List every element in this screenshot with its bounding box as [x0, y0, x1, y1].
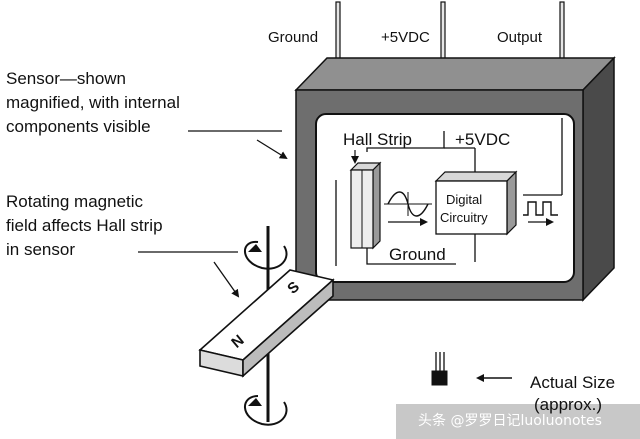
analog-signal-symbol	[384, 191, 432, 217]
actual-size-line1: Actual Size	[530, 373, 615, 392]
hall-strip-label: Hall Strip	[343, 130, 412, 149]
rotation-arrow-bottom	[244, 395, 288, 426]
pin-label-vdc: +5VDC	[381, 29, 430, 46]
ground-rail	[366, 248, 456, 265]
sensor-caption-line2: magnified, with internal	[6, 93, 180, 112]
pin-label-output: Output	[497, 29, 543, 46]
pin-label-ground: Ground	[268, 29, 318, 46]
rotation-arrowhead-bottom	[248, 398, 262, 406]
digital-circuitry-block	[434, 170, 518, 236]
field-caption-line3: in sensor	[6, 240, 75, 259]
inner-circuit	[335, 118, 563, 266]
rotating-magnet	[198, 226, 335, 426]
digital-label-line2: Circuitry	[440, 210, 488, 225]
field-caption-line2: field affects Hall strip	[6, 216, 163, 235]
housing-top-face	[294, 57, 616, 91]
hall-strip	[349, 161, 382, 250]
actual-size-line2: (approx.)	[534, 395, 602, 414]
digital-label-line1: Digital	[446, 192, 482, 207]
rotation-arrow-top	[244, 240, 288, 270]
inner-ground-label: Ground	[389, 245, 446, 264]
vdc-rail	[366, 131, 445, 152]
rotation-arrowhead-top	[248, 244, 262, 252]
digital-signal-symbol	[523, 201, 558, 216]
actual-size-chip	[431, 352, 448, 386]
housing-side-face	[582, 56, 615, 302]
sensor-caption-arrow	[256, 139, 288, 160]
sensor-caption-line1: Sensor—shown	[6, 69, 126, 88]
magnet-side-face	[242, 278, 334, 378]
sensor-housing	[294, 1, 616, 302]
sensor-caption-line3: components visible	[6, 117, 151, 136]
watermark-text: 头条 @罗罗日记luoluonotes	[418, 412, 602, 429]
inner-vdc-label: +5VDC	[455, 130, 510, 149]
field-caption-line1: Rotating magnetic	[6, 192, 144, 211]
field-caption-arrow	[213, 261, 240, 298]
watermark-band	[396, 404, 640, 439]
